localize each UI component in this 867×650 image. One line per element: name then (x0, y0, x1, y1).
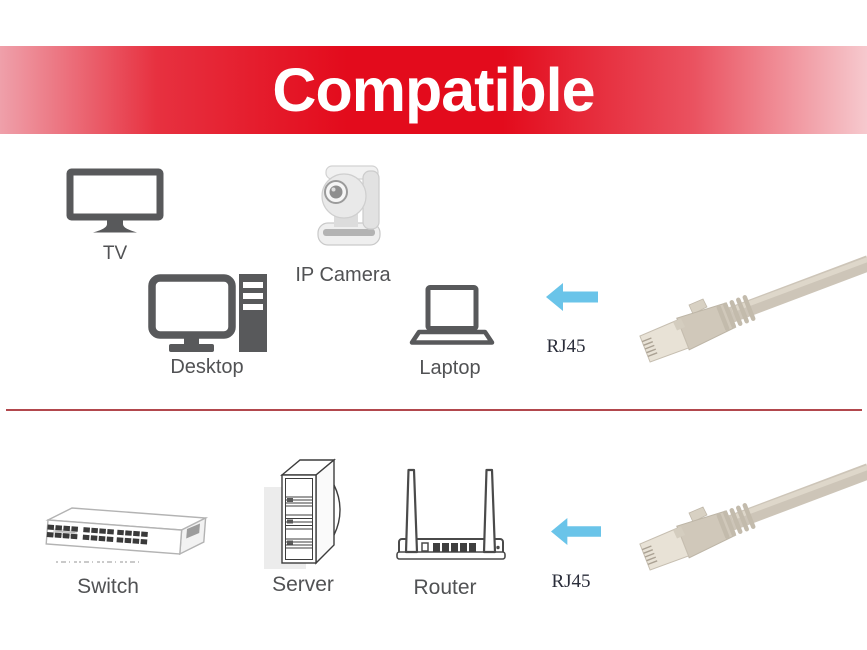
router-icon (396, 468, 506, 560)
page-title: Compatible (272, 55, 595, 124)
title-banner: Compatible (0, 46, 867, 134)
tv-icon (66, 168, 164, 233)
rj45-label-bottom: RJ45 (551, 571, 591, 592)
switch-label: Switch (77, 575, 139, 598)
arrow-left-icon (546, 283, 598, 311)
switch-icon (45, 507, 209, 563)
desktop-icon (148, 274, 267, 352)
rj45-cable-icon (639, 463, 867, 571)
tv-label: TV (102, 243, 128, 264)
laptop-label: Laptop (419, 357, 481, 379)
ip-camera-label: IP Camera (295, 264, 391, 286)
desktop-label: Desktop (170, 356, 244, 378)
rj45-label-top: RJ45 (546, 336, 586, 357)
rj45-cable-icon (639, 255, 867, 363)
server-label: Server (272, 573, 334, 596)
ip-camera-icon (317, 165, 381, 246)
laptop-icon (409, 285, 495, 345)
section-divider (6, 409, 862, 411)
arrow-left-icon (551, 518, 601, 545)
router-label: Router (413, 576, 477, 599)
server-icon (264, 458, 341, 569)
